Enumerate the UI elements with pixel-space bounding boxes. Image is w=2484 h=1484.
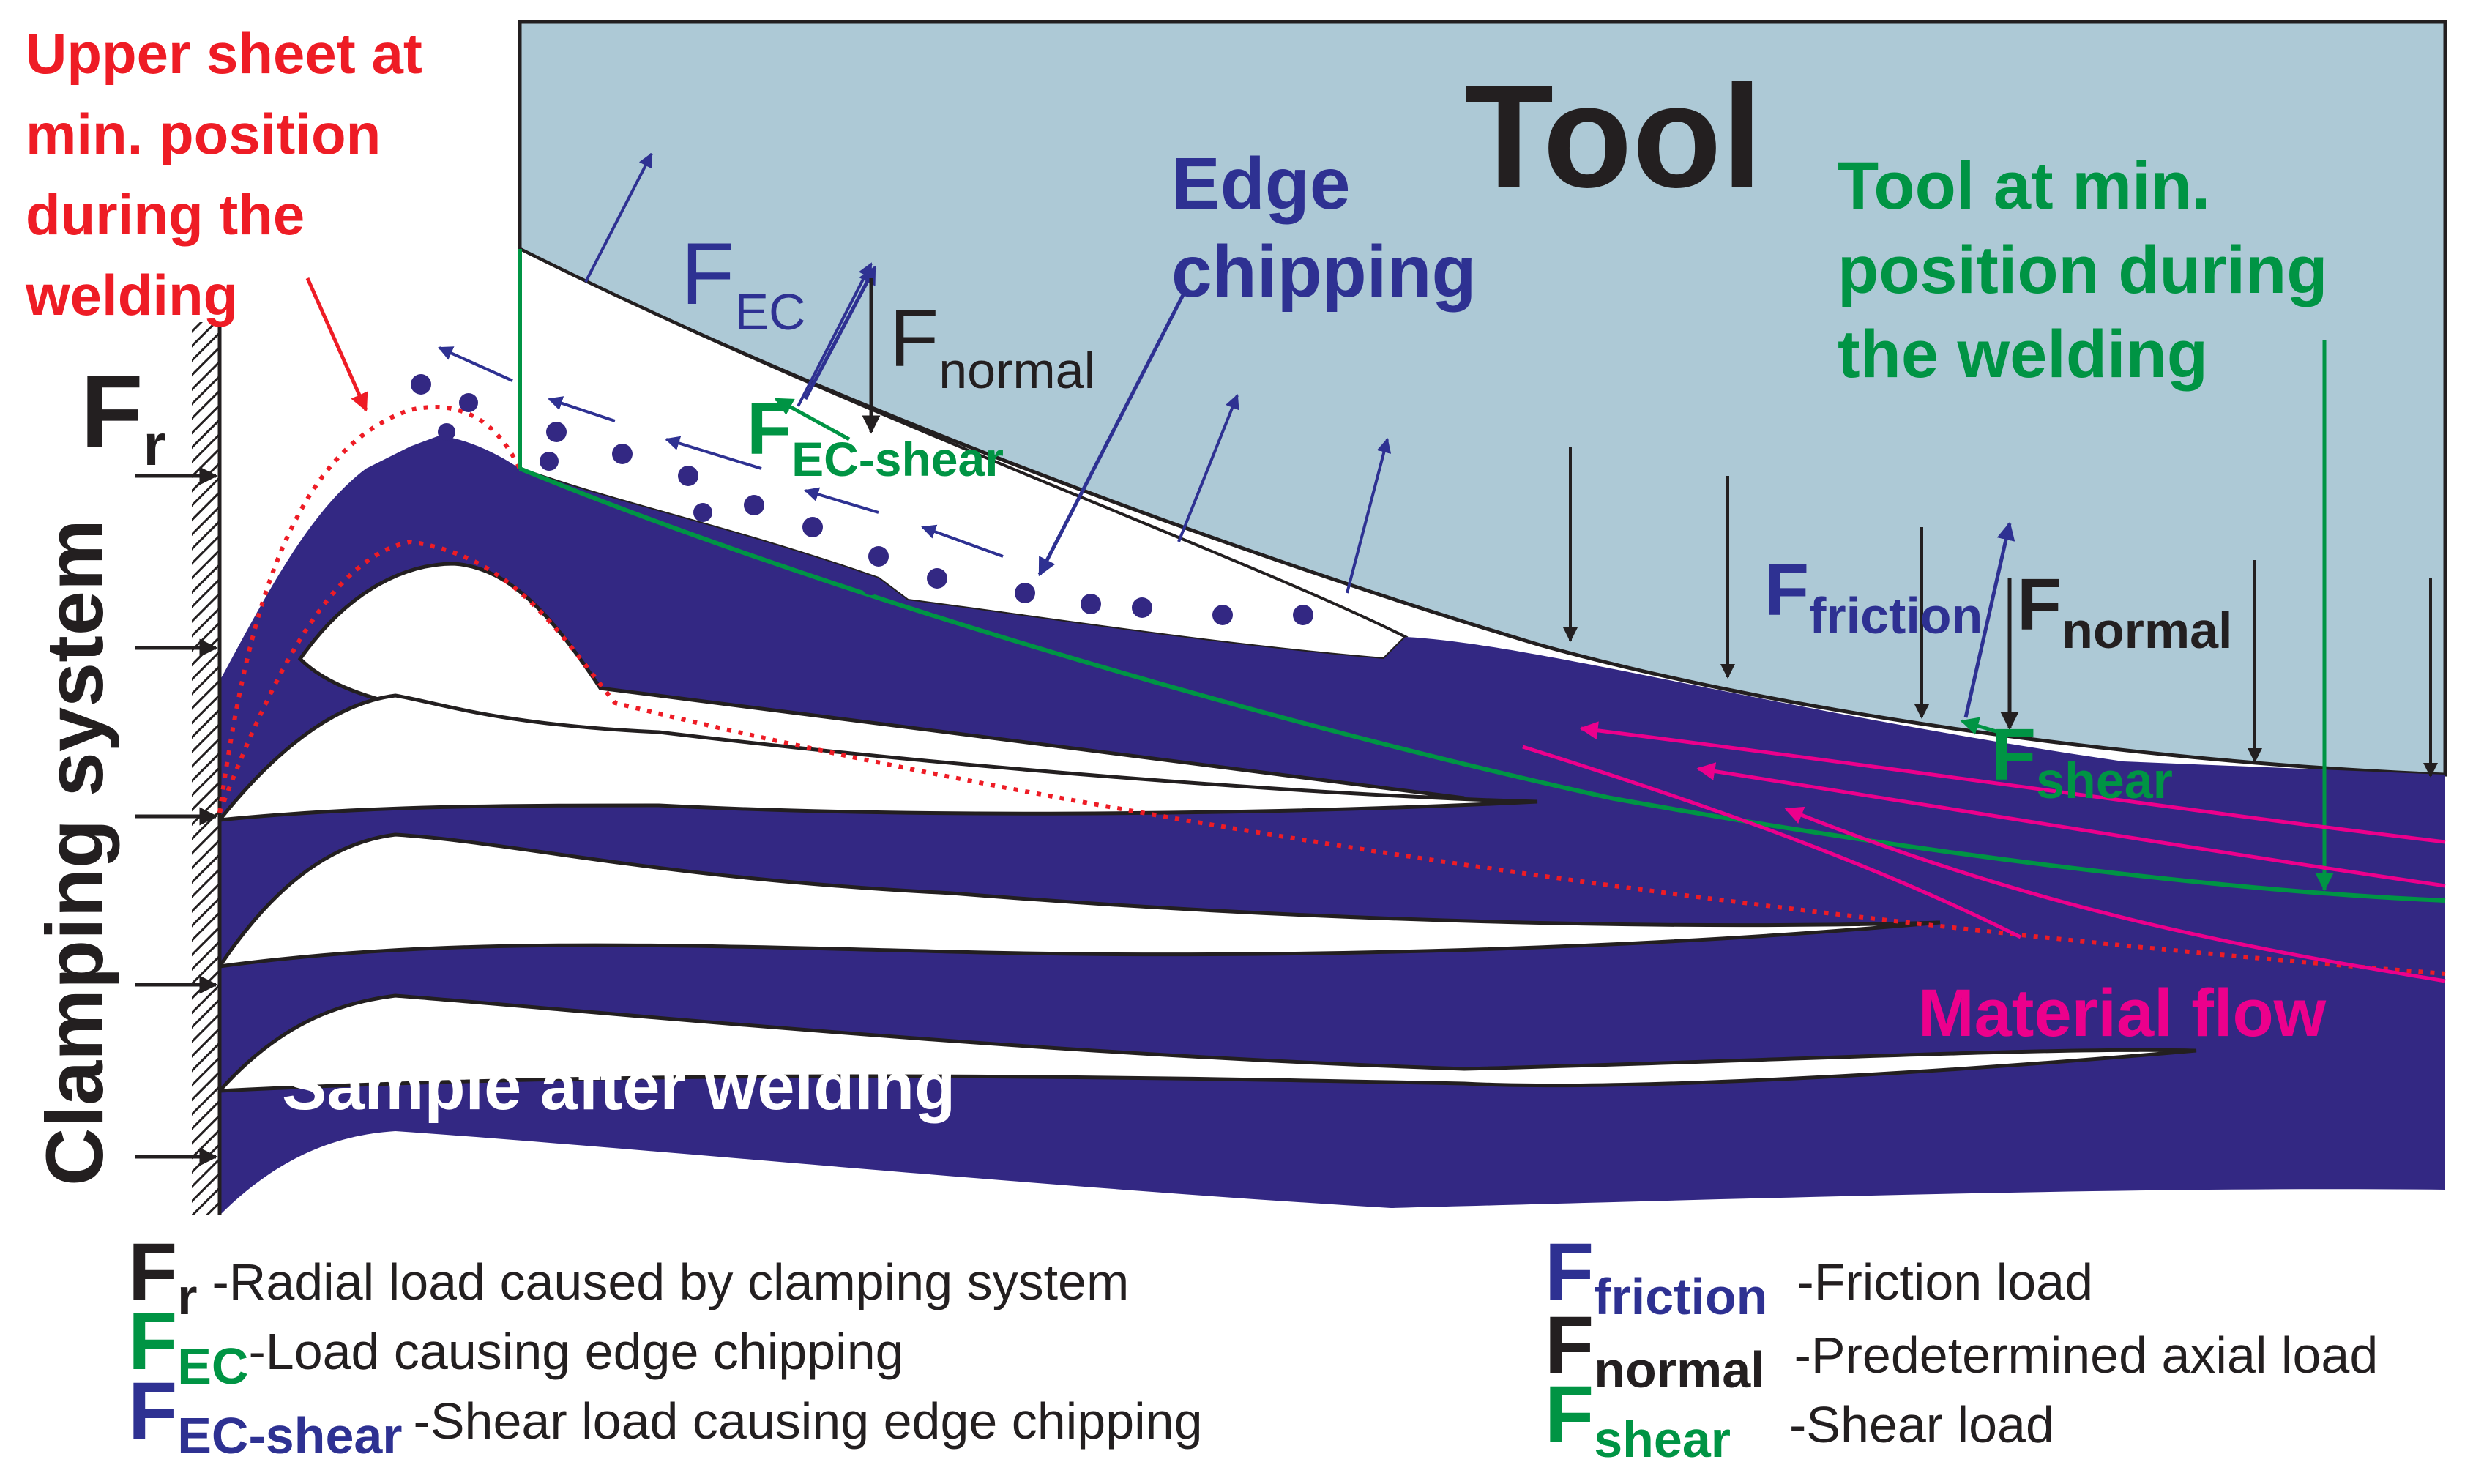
sheet-gap-3	[215, 832, 1941, 969]
tool-reaction-arrows	[584, 152, 1392, 594]
clamping-wall	[192, 322, 220, 1215]
upper-sheet-label: Upper sheet at min. position during the …	[25, 21, 438, 327]
upper-sheet-pointer	[305, 277, 368, 412]
fec-arrow	[803, 265, 877, 400]
sheet-gap-4	[215, 993, 2197, 1093]
chip-flow-arrows	[438, 346, 1004, 558]
legend-ffriction: Ffriction-Friction load	[1545, 1227, 2093, 1325]
sheet-bottom-gap	[220, 1131, 2445, 1215]
material-flow-label: Material flow	[1918, 976, 2327, 1051]
legend-fec: FEC-Load causing edge chipping	[128, 1297, 904, 1395]
ffriction-label: Ffriction	[1764, 549, 1983, 644]
edge-chipping-label: Edge chipping	[1171, 143, 1477, 313]
fshear-arrow	[1960, 717, 1999, 735]
sheet-top	[220, 436, 2445, 1193]
clamping-system-label: Clamping system	[30, 519, 120, 1186]
tool-min-line	[518, 466, 2446, 903]
fr-label: Fr	[81, 354, 166, 477]
fec-label: FEC	[681, 225, 806, 340]
material-flow-lines	[1522, 721, 2446, 983]
upper-sheet-min-outline	[217, 405, 522, 813]
edge-chipping-pointer	[1037, 288, 1188, 577]
ffriction-arrow	[1963, 521, 2015, 718]
tool-min-label: Tool at min. position during the welding	[1838, 149, 2346, 392]
chip-particles	[411, 374, 1313, 625]
sheet-gap-2	[215, 693, 1538, 823]
legend: Fr-Radial load caused by clamping system…	[128, 1227, 2378, 1468]
legend-fshear: Fshear-Shear load	[1545, 1370, 2054, 1468]
fnormal-label-2: Fnormal	[2017, 564, 2232, 659]
fecshear-label: FEC-shear	[747, 388, 1004, 486]
clamping-arrows	[135, 466, 218, 1166]
legend-fnormal: Fnormal-Predetermined axial load	[1545, 1300, 2378, 1398]
fecshear-arrow	[774, 397, 851, 441]
legend-fecshear: FEC-shear-Shear load causing edge chippi…	[128, 1366, 1203, 1464]
fshear-label: Fshear	[1991, 714, 2173, 809]
fnormal-label-1: Fnormal	[889, 294, 1095, 399]
tool-label: Tool	[1464, 55, 1762, 218]
sample-label: Sample after welding	[282, 1049, 955, 1124]
legend-fr: Fr-Radial load caused by clamping system	[128, 1227, 1129, 1325]
tool-normal-arrows	[1563, 447, 2438, 778]
